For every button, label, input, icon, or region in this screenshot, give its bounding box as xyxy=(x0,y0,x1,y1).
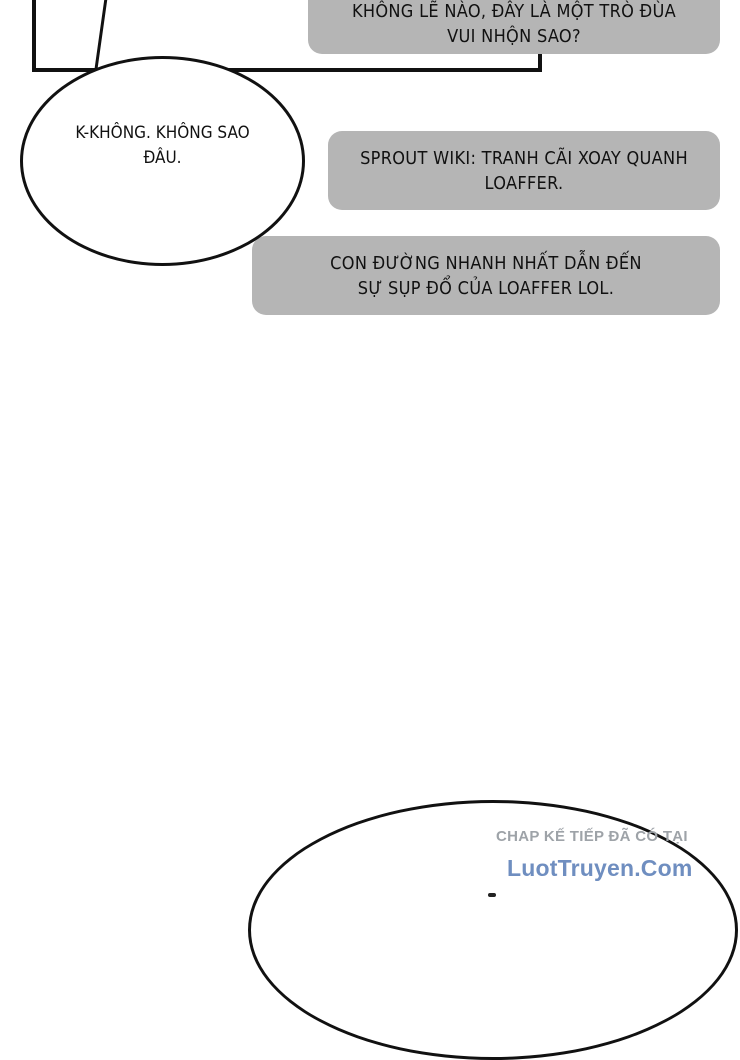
caption-box-top: KHÔNG LẼ NÀO, ĐÂY LÀ MỘT TRÒ ĐÙA VUI NHỘ… xyxy=(308,0,720,54)
caption-box-middle: SPROUT WIKI: TRANH CÃI XOAY QUANH LOAFFE… xyxy=(328,131,720,210)
caption-line: LOAFFER. xyxy=(484,172,564,194)
caption-line: CON ĐƯỜNG NHANH NHẤT DẪN ĐẾN xyxy=(330,252,642,274)
speech-line: K-KHÔNG. KHÔNG SAO xyxy=(75,123,250,143)
watermark-next-chapter: CHAP KẾ TIẾP ĐÃ CÓ TẠI xyxy=(496,828,688,845)
caption-line: SỰ SỤP ĐỔ CỦA LOAFFER LOL. xyxy=(357,277,615,299)
caption-line: VUI NHỘN SAO? xyxy=(447,26,581,47)
speech-bubble: K-KHÔNG. KHÔNG SAO ĐÂU. xyxy=(20,56,305,266)
watermark-site-logo[interactable]: LuotTruyen.Com xyxy=(507,855,693,881)
caption-line: KHÔNG LẼ NÀO, ĐÂY LÀ MỘT TRÒ ĐÙA xyxy=(351,1,677,22)
bubble-text-fragment xyxy=(488,893,496,897)
speech-line: ĐÂU. xyxy=(143,148,182,168)
caption-line: SPROUT WIKI: TRANH CÃI XOAY QUANH xyxy=(360,147,688,169)
caption-box-bottom: CON ĐƯỜNG NHANH NHẤT DẪN ĐẾN SỰ SỤP ĐỔ C… xyxy=(252,236,720,315)
